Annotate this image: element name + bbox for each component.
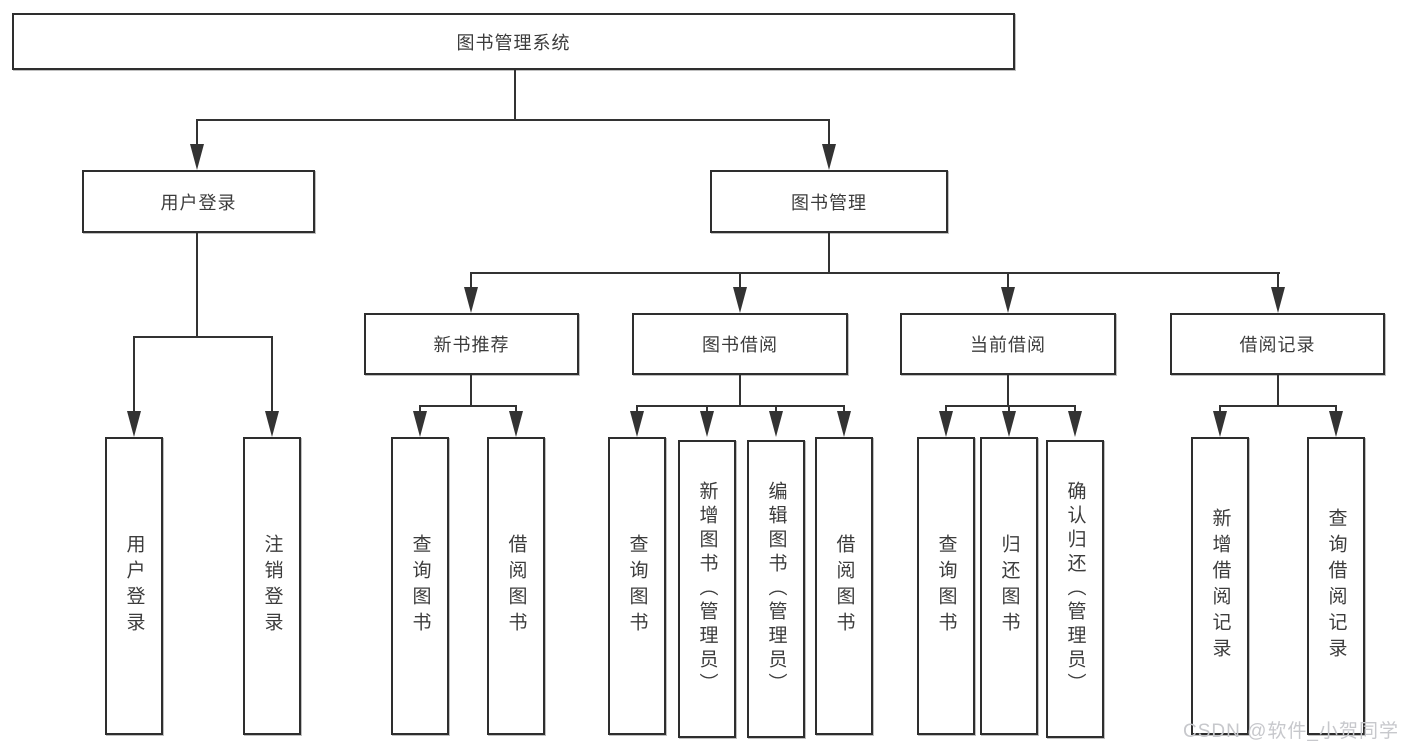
node-leaf-borrow-books-2: 借阅图书 — [815, 437, 873, 735]
node-label: 用户登录 — [160, 192, 237, 213]
node-label: 确认归还（管理员） — [1064, 481, 1086, 697]
node-leaf-borrow-books-1: 借阅图书 — [487, 437, 545, 735]
node-leaf-logout: 注销登录 — [243, 437, 301, 735]
arrow-to-book-management — [822, 144, 836, 170]
node-new-book-recommend: 新书推荐 — [364, 313, 579, 375]
node-book-management: 图书管理 — [710, 170, 948, 233]
node-label: 查询图书 — [626, 534, 648, 638]
node-leaf-query-borrow-record: 查询借阅记录 — [1307, 437, 1365, 735]
arrow-to-new-book-recommend — [464, 287, 478, 313]
arrow-to-book-borrowing — [733, 287, 747, 313]
csdn-watermark: CSDN @软件_小贺同学 — [1183, 721, 1399, 742]
node-current-borrowing: 当前借阅 — [900, 313, 1116, 375]
connector-stem — [843, 405, 845, 413]
arrow-to-borrow-books-2 — [837, 411, 851, 437]
connector-br-hline — [1219, 405, 1337, 407]
node-label: 注销登录 — [261, 534, 283, 638]
connector-stem-logout — [271, 338, 273, 414]
connector-stem — [1335, 405, 1337, 413]
node-label: 查询图书 — [409, 534, 431, 638]
node-leaf-query-books-3: 查询图书 — [917, 437, 975, 735]
node-leaf-add-borrow-record: 新增借阅记录 — [1191, 437, 1249, 735]
arrow-to-query-books-1 — [413, 411, 427, 437]
connector-root-stem — [514, 70, 516, 121]
node-label: 用户登录 — [123, 534, 145, 638]
arrow-to-current-borrowing — [1001, 287, 1015, 313]
connector-nbr-down — [470, 375, 472, 406]
connector-stem — [1219, 405, 1221, 413]
node-leaf-edit-books-admin: 编辑图书（管理员） — [747, 440, 805, 738]
node-book-borrowing: 图书借阅 — [632, 313, 848, 375]
node-library-management-system: 图书管理系统 — [12, 13, 1015, 70]
arrow-to-borrowing-records — [1271, 287, 1285, 313]
connector-stem-current-borrow — [1007, 274, 1009, 288]
node-label: 查询图书 — [935, 534, 957, 638]
node-label: 图书借阅 — [702, 335, 778, 355]
connector-stem — [945, 405, 947, 413]
connector-stem-borrow-records — [1277, 274, 1279, 288]
connector-level2-hline — [196, 119, 830, 121]
arrow-to-query-borrow-record — [1329, 411, 1343, 437]
node-label: 新书推荐 — [433, 335, 510, 355]
connector-bb-down — [739, 375, 741, 406]
connector-stem — [706, 405, 708, 413]
arrow-to-user-login — [190, 144, 204, 170]
connector-book-mgmt-down — [828, 233, 830, 274]
node-user-login: 用户登录 — [82, 170, 315, 233]
connector-bb-hline — [636, 405, 845, 407]
node-label: 新增图书（管理员） — [696, 481, 718, 697]
node-leaf-user-login: 用户登录 — [105, 437, 163, 735]
arrow-to-query-books-2 — [630, 411, 644, 437]
node-label: 归还图书 — [998, 534, 1020, 638]
connector-stem — [636, 405, 638, 413]
node-label: 查询借阅记录 — [1325, 508, 1347, 664]
node-leaf-add-books-admin: 新增图书（管理员） — [678, 440, 736, 738]
connector-nbr-hline — [419, 405, 517, 407]
node-leaf-confirm-return-admin: 确认归还（管理员） — [1046, 440, 1104, 738]
connector-cb-hline — [945, 405, 1076, 407]
arrow-to-borrow-books-1 — [509, 411, 523, 437]
connector-stem — [775, 405, 777, 413]
node-leaf-return-books: 归还图书 — [980, 437, 1038, 735]
arrow-to-add-borrow-record — [1213, 411, 1227, 437]
connector-stem-book-borrow — [739, 274, 741, 288]
arrow-to-query-books-3 — [939, 411, 953, 437]
connector-stem — [419, 405, 421, 413]
node-label: 借阅记录 — [1239, 335, 1316, 355]
node-label: 编辑图书（管理员） — [765, 481, 787, 697]
connector-user-login-hline — [133, 336, 273, 338]
arrow-to-return-books — [1002, 411, 1016, 437]
node-leaf-query-books-1: 查询图书 — [391, 437, 449, 735]
connector-stem-new-books — [470, 274, 472, 288]
node-label: 图书管理 — [791, 192, 867, 213]
connector-level3-hline — [470, 272, 1280, 274]
node-label: 新增借阅记录 — [1209, 508, 1231, 664]
node-label: 借阅图书 — [833, 534, 855, 638]
node-borrowing-records: 借阅记录 — [1170, 313, 1385, 375]
connector-user-login-down — [196, 233, 198, 338]
arrow-to-login — [127, 411, 141, 437]
arrow-to-logout — [265, 411, 279, 437]
connector-br-down — [1277, 375, 1279, 406]
node-label: 借阅图书 — [505, 534, 527, 638]
connector-user-login-stem — [196, 121, 198, 147]
connector-book-mgmt-stem — [828, 121, 830, 147]
node-label: 当前借阅 — [970, 335, 1046, 355]
connector-stem — [515, 405, 517, 413]
connector-stem-login — [133, 338, 135, 414]
connector-stem — [1008, 405, 1010, 413]
arrow-to-add-books — [700, 411, 714, 437]
connector-cb-down — [1007, 375, 1009, 406]
node-label: 图书管理系统 — [456, 32, 571, 53]
node-leaf-query-books-2: 查询图书 — [608, 437, 666, 735]
connector-stem — [1074, 405, 1076, 413]
arrow-to-confirm-return — [1068, 411, 1082, 437]
arrow-to-edit-books — [769, 411, 783, 437]
